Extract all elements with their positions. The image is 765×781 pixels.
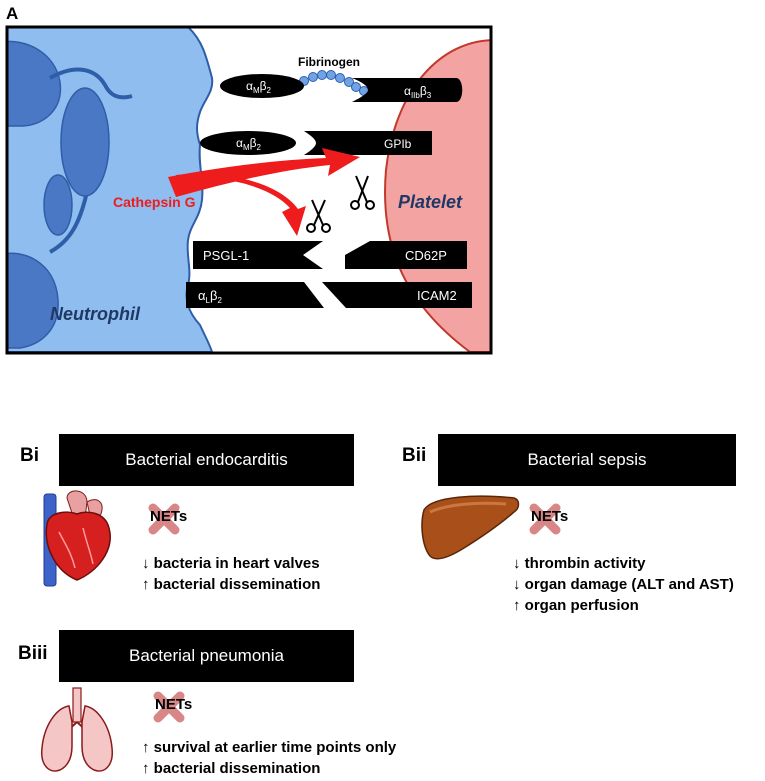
panel-a-frame: [5, 25, 493, 355]
panel-biii-nets-label: NETs: [155, 696, 193, 713]
cathepsin-arrows: [168, 148, 360, 236]
icam2-text: ICAM2: [417, 288, 457, 303]
icam2-receptor: [322, 282, 472, 308]
panel-a-diagram: Fibrinogen Cathepsin G Platelet Neutroph…: [5, 25, 493, 355]
fibrinogen-label: Fibrinogen: [298, 55, 360, 69]
panel-bii-label: Bii: [402, 445, 427, 466]
panel-bi-nets-label: NETs: [150, 508, 188, 525]
heart-icon: [43, 490, 111, 587]
am-b2-top-receptor: [220, 74, 304, 98]
panel-bi-effect: ↓ bacteria in heart valves: [142, 555, 320, 572]
panel-a-label: A: [6, 4, 19, 23]
lungs-icon: [41, 687, 113, 772]
neutrophil-nucleus: [7, 40, 133, 349]
panel-bii-title: Bacterial sepsis: [438, 434, 736, 486]
psgl1-receptor: [193, 241, 323, 269]
panel-bii-effect: ↑ organ perfusion: [513, 597, 639, 614]
panel-bi-effect: ↑ bacterial dissemination: [142, 576, 321, 593]
aiib-b3-receptor: [352, 78, 463, 102]
nets-cross-icon: [153, 691, 185, 723]
panel-biii-effect: ↑ bacterial dissemination: [142, 760, 321, 777]
panel-bii-nets-label: NETs: [531, 508, 569, 525]
am-b2-mid-text: αMβ2: [236, 136, 262, 152]
panel-biii-effect: ↑ survival at earlier time points only: [142, 739, 397, 756]
neutrophil-label: Neutrophil: [50, 304, 141, 324]
panel-bii-effect: ↓ thrombin activity: [513, 555, 646, 572]
platelet-cell: [384, 39, 491, 353]
nets-cross-icon: [529, 503, 561, 535]
gpib-text: GPIb: [384, 137, 412, 151]
nets-cross-icon: [148, 503, 180, 535]
gpib-receptor: [304, 131, 432, 155]
al-b2-receptor: [186, 282, 324, 308]
panel-bi-label: Bi: [20, 445, 39, 466]
scissors-icon-upper: [350, 175, 375, 210]
panel-bi-title: Bacterial endocarditis: [59, 434, 354, 486]
platelet-label: Platelet: [398, 192, 463, 212]
cathepsin-g-label: Cathepsin G: [113, 194, 196, 210]
scissors-icon-lower: [306, 199, 331, 233]
am-b2-top-text: αMβ2: [246, 79, 272, 95]
cd62p-receptor: [345, 241, 467, 269]
liver-icon: [421, 495, 520, 560]
neutrophil-cell: [7, 27, 214, 353]
panel-bii-effect: ↓ organ damage (ALT and AST): [513, 576, 734, 593]
al-b2-text: αLβ2: [198, 288, 222, 305]
am-b2-mid-receptor: [200, 131, 296, 155]
cd62p-text: CD62P: [405, 248, 447, 263]
panel-biii-title: Bacterial pneumonia: [59, 630, 354, 682]
psgl1-text: PSGL-1: [203, 248, 249, 263]
aiib-b3-text: αIIbβ3: [404, 84, 432, 100]
panel-biii-label: Biii: [18, 643, 48, 664]
